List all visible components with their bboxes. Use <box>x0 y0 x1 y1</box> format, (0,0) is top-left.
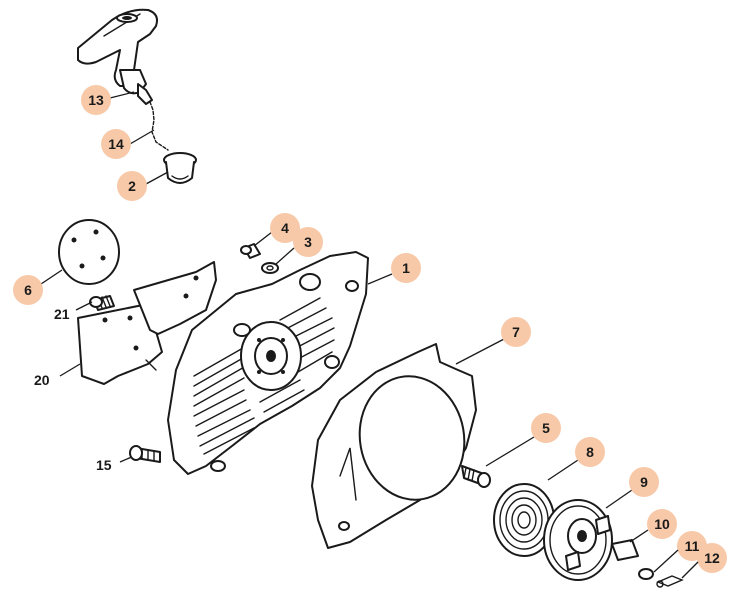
callout-7: 7 <box>501 317 531 347</box>
callout-13-label: 13 <box>88 92 104 108</box>
callout-14-label: 14 <box>108 136 124 152</box>
callout-3: 3 <box>293 227 323 257</box>
callout-10-bubble <box>647 509 677 539</box>
pawl-spring <box>656 575 684 588</box>
rope-rotor <box>543 499 613 581</box>
callout-3-label: 3 <box>304 234 312 250</box>
callout-14-bubble <box>101 129 131 159</box>
callout-14: 14 <box>101 129 131 159</box>
callout-15-label: 15 <box>96 457 112 473</box>
callout-8-label: 8 <box>586 444 594 460</box>
callout-9-label: 9 <box>640 474 648 490</box>
callout-10: 10 <box>647 509 677 539</box>
callout-20: 20 <box>34 372 50 388</box>
callout-3-bubble <box>293 227 323 257</box>
callout-7-bubble <box>501 317 531 347</box>
callout-4-label: 4 <box>281 220 289 236</box>
callout-7-label: 7 <box>512 324 520 340</box>
starter-rope <box>149 101 169 151</box>
callout-12-bubble <box>697 543 727 573</box>
washer-3 <box>261 262 279 274</box>
callout-8-bubble <box>575 437 605 467</box>
callout-6-label: 6 <box>24 282 32 298</box>
callout-10-label: 10 <box>654 516 670 532</box>
callout-8: 8 <box>575 437 605 467</box>
callout-5-bubble <box>531 413 561 443</box>
screw-15 <box>129 445 161 463</box>
callout-12-label: 12 <box>704 550 720 566</box>
callout-13-bubble <box>81 85 111 115</box>
callout-1: 1 <box>391 253 421 283</box>
callout-2: 2 <box>117 171 147 201</box>
deflector-wing <box>133 261 217 335</box>
callout-4-bubble <box>270 213 300 243</box>
callout-9: 9 <box>629 467 659 497</box>
callout-12: 12 <box>697 543 727 573</box>
callout-21: 21 <box>54 306 70 322</box>
callout-11-label: 11 <box>685 538 700 554</box>
callout-5-label: 5 <box>542 420 550 436</box>
callout-2-label: 2 <box>128 178 136 194</box>
callout-20-label: 20 <box>34 372 50 388</box>
starter-cover <box>311 343 477 549</box>
collar-screw-4 <box>240 243 261 259</box>
spring-bolt <box>461 465 491 488</box>
callout-6-bubble <box>13 275 43 305</box>
callout-2-bubble <box>117 171 147 201</box>
callout-9-bubble <box>629 467 659 497</box>
screw-21 <box>89 295 115 311</box>
rope-guide-bush <box>163 152 197 184</box>
leader-lines <box>37 91 649 543</box>
cover-disc <box>58 219 120 285</box>
callout-5: 5 <box>531 413 561 443</box>
callout-1-bubble <box>391 253 421 283</box>
callout-15: 15 <box>96 457 112 473</box>
starter-grip-handle <box>77 8 158 105</box>
callout-21-label: 21 <box>54 306 70 322</box>
fan-housing <box>167 251 369 475</box>
spring-clip <box>638 568 654 580</box>
callout-6: 6 <box>13 275 43 305</box>
callout-4: 4 <box>270 213 300 243</box>
callout-1-label: 1 <box>402 260 410 276</box>
pawl <box>611 539 639 561</box>
callout-13: 13 <box>81 85 111 115</box>
rewind-spring <box>493 483 555 557</box>
